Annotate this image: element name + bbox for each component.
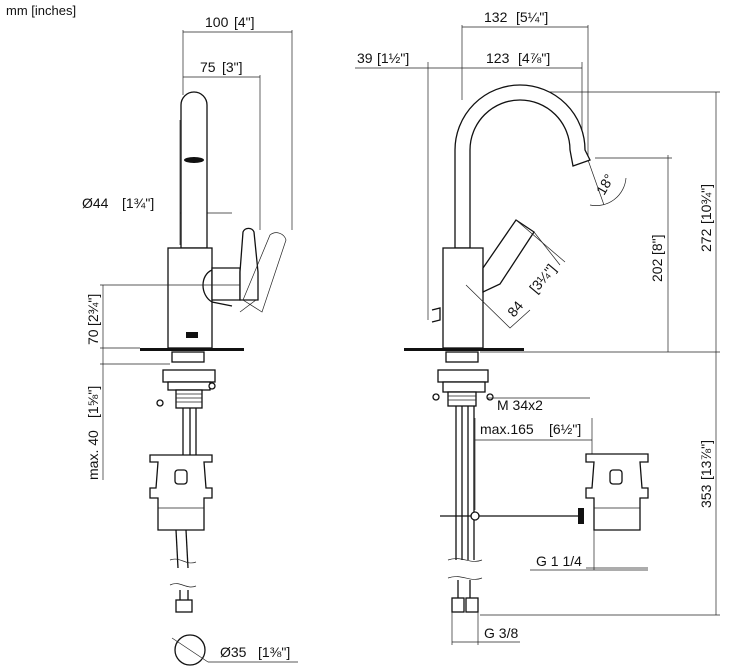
dim-waste-thread: G 1 1/4 [536,553,582,569]
dim-diameter-in: [1¾"] [122,195,154,211]
dim-width-total: 100 [205,14,229,30]
front-waste-fitting [585,453,649,531]
dim-offset-in: [1½"] [377,50,409,66]
dim-spout-reach-in: [4⅞"] [518,50,550,66]
front-deck-plate [404,348,524,351]
front-view: 132 [5¼"] 39 [1½"] 123 [4⅞"] 18° 84 [3¼"… [355,9,720,645]
dim-spout-reach: 123 [486,50,510,66]
dim-projection: 132 [484,9,508,25]
dim-total-height: 272 [698,228,714,252]
dim-spout-height-in: [8"] [649,234,665,255]
side-lever [239,227,259,301]
front-lever [482,219,535,294]
side-waste-fitting [149,454,213,531]
dim-lever-in: [3¼"] [526,261,559,296]
side-aerator [184,157,204,163]
dim-thread: M 34x2 [497,397,543,413]
dim-diameter: Ø44 [82,195,109,211]
dim-angle: 18° [593,171,617,197]
dim-max-thickness: max. 40 [85,430,101,480]
dim-supply-thread: G 3/8 [484,625,518,641]
dim-hole-diameter: Ø35 [220,644,247,660]
front-spout-gooseneck [454,84,591,249]
dim-max-reach: max.165 [480,421,534,437]
side-view: 100 [4"] 75 [3"] Ø44 [1¾"] 70 [2¾"] max.… [82,14,298,666]
dim-below-deck-in: [13⅞"] [698,440,714,480]
side-spout-column [180,91,208,249]
dim-base-height: 70 [85,329,101,345]
dim-hole-diameter-in: [1⅜"] [258,644,290,660]
dim-spout-height: 202 [649,258,665,282]
side-deck-plate [140,348,244,351]
units-note: mm [inches] [6,3,76,18]
dim-max-reach-in: [6½"] [549,421,581,437]
dim-projection-in: [5¼"] [516,9,548,25]
dim-width-handle-in: [3"] [222,59,243,75]
dim-total-height-in: [10¾"] [698,184,714,224]
dim-base-height-in: [2¾"] [85,294,101,326]
dim-offset: 39 [357,50,373,66]
dim-max-thickness-in: [1⅝"] [85,386,101,418]
dim-below-deck: 353 [698,484,714,508]
front-body [442,247,484,349]
dim-width-total-in: [4"] [234,14,255,30]
dim-width-handle: 75 [200,59,216,75]
side-body [167,247,213,349]
